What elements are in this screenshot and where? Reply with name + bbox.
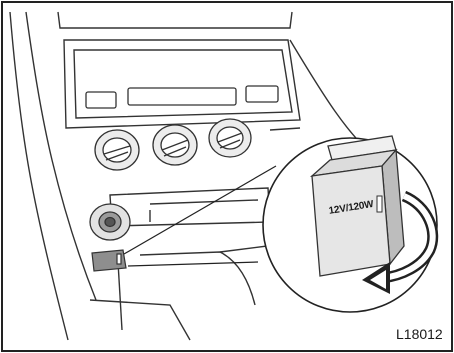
callout-leader-lines — [124, 166, 276, 266]
control-knob-center — [153, 125, 197, 165]
air-vents — [86, 86, 278, 108]
control-knob-right — [209, 119, 251, 157]
lighter-socket — [90, 204, 130, 240]
outlet-cover-small — [92, 250, 126, 271]
figure-code: L18012 — [396, 326, 443, 342]
control-knob-left — [95, 130, 139, 170]
